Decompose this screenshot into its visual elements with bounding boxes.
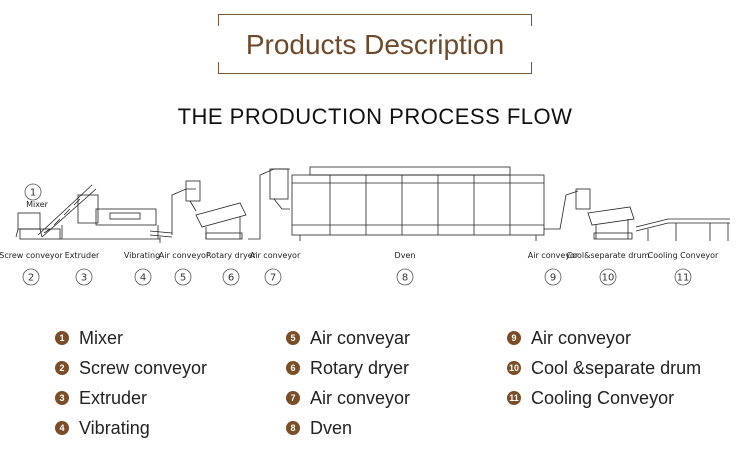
legend-item: 11 Cooling Conveyor	[507, 386, 674, 410]
stage-number-circle	[544, 268, 562, 286]
stage-number: 11	[677, 273, 690, 284]
stage-label: Vibrating	[124, 251, 160, 260]
legend-item: 6 Rotary dryer	[286, 356, 409, 380]
legend-item: 2 Screw conveyor	[55, 356, 207, 380]
legend: 1 Mixer 2 Screw conveyor 3 Extruder 4 Vi…	[0, 326, 750, 456]
legend-item: 10 Cool &separate drum	[507, 356, 701, 380]
legend-label: Mixer	[79, 327, 123, 348]
stage-label: Cool&separate drum	[567, 251, 650, 260]
stage-number-circle	[599, 268, 617, 286]
legend-label: Vibrating	[79, 417, 150, 438]
rotary-dryer-machine	[195, 202, 247, 240]
legend-number-badge: 5	[286, 331, 300, 345]
vibrating-machine	[149, 230, 173, 243]
header-corner-tl	[218, 14, 219, 26]
stage-number-circle	[75, 268, 93, 286]
air-conveyor-7	[248, 168, 290, 240]
stage-label: Mixer	[26, 200, 49, 209]
stage-label: Dven	[395, 251, 416, 260]
header-corner-br	[531, 62, 532, 74]
legend-number-badge: 10	[507, 361, 521, 375]
header-top-rule	[218, 14, 532, 15]
air-conveyor-9	[544, 188, 591, 230]
legend-number-badge: 4	[55, 421, 69, 435]
stage-number-circle	[222, 268, 240, 286]
air-conveyor-5	[171, 180, 201, 235]
stage-number-circle	[264, 268, 282, 286]
stage-label: Cooling Conveyor	[648, 251, 719, 260]
legend-item: 9 Air conveyor	[507, 326, 631, 350]
legend-label: Rotary dryer	[310, 357, 410, 378]
legend-number-badge: 2	[55, 361, 69, 375]
legend-label: Air conveyar	[310, 327, 411, 348]
stage-number: 1	[30, 188, 36, 199]
legend-label: Cooling Conveyor	[531, 387, 675, 408]
legend-label: Air conveyor	[310, 387, 411, 408]
legend-label: Cool &separate drum	[531, 357, 702, 378]
legend-label: Dven	[310, 417, 353, 438]
stage-number: 8	[402, 273, 408, 284]
stage-number: 10	[602, 273, 615, 284]
legend-item: 8 Dven	[286, 416, 352, 440]
legend-label: Extruder	[79, 387, 148, 408]
stage-label: Air conveyor	[528, 251, 579, 260]
flow-title: THE PRODUCTION PROCESS FLOW	[177, 104, 573, 129]
stage-label: Rotary dryer	[206, 251, 257, 260]
stage-label: Screw conveyor	[0, 251, 63, 260]
stage-number-circle	[22, 268, 40, 286]
page-title: Products Description	[245, 29, 505, 60]
legend-number-badge: 3	[55, 391, 69, 405]
stage-number-circle	[174, 268, 192, 286]
stage-number: 2	[28, 273, 34, 284]
stage-label: Air conveyor	[159, 251, 210, 260]
legend-number-badge: 1	[55, 331, 69, 345]
stage-number: 6	[228, 273, 234, 284]
cool-separate-drum-machine	[587, 206, 635, 240]
cooling-conveyor-machine	[635, 218, 730, 241]
legend-number-badge: 9	[507, 331, 521, 345]
header-bottom-rule	[218, 73, 532, 74]
stage-number-circle	[396, 268, 414, 286]
stage-number: 4	[140, 273, 146, 284]
legend-label: Air conveyor	[531, 327, 632, 348]
extruder-machine	[19, 194, 160, 240]
stage-number: 9	[550, 273, 556, 284]
header-corner-bl	[218, 62, 219, 74]
stage-label: Extruder	[65, 251, 100, 260]
legend-number-badge: 8	[286, 421, 300, 435]
legend-item: 5 Air conveyar	[286, 326, 410, 350]
stage-number: 5	[180, 273, 186, 284]
legend-label: Screw conveyor	[79, 357, 208, 378]
legend-item: 3 Extruder	[55, 386, 147, 410]
header-frame: Products Description	[218, 14, 532, 74]
stage-number: 7	[270, 273, 276, 284]
stage-label: Air conveyor	[250, 251, 301, 260]
legend-number-badge: 7	[286, 391, 300, 405]
stage-number-circle	[674, 268, 692, 286]
legend-number-badge: 6	[286, 361, 300, 375]
header-corner-tr	[531, 14, 532, 26]
legend-item: 1 Mixer	[55, 326, 123, 350]
stage-number-circle	[24, 183, 42, 201]
legend-number-badge: 11	[507, 391, 521, 405]
legend-item: 7 Air conveyor	[286, 386, 410, 410]
stage-number: 3	[81, 273, 87, 284]
stage-number-circle	[134, 268, 152, 286]
legend-item: 4 Vibrating	[55, 416, 150, 440]
oven-machine	[291, 166, 545, 241]
